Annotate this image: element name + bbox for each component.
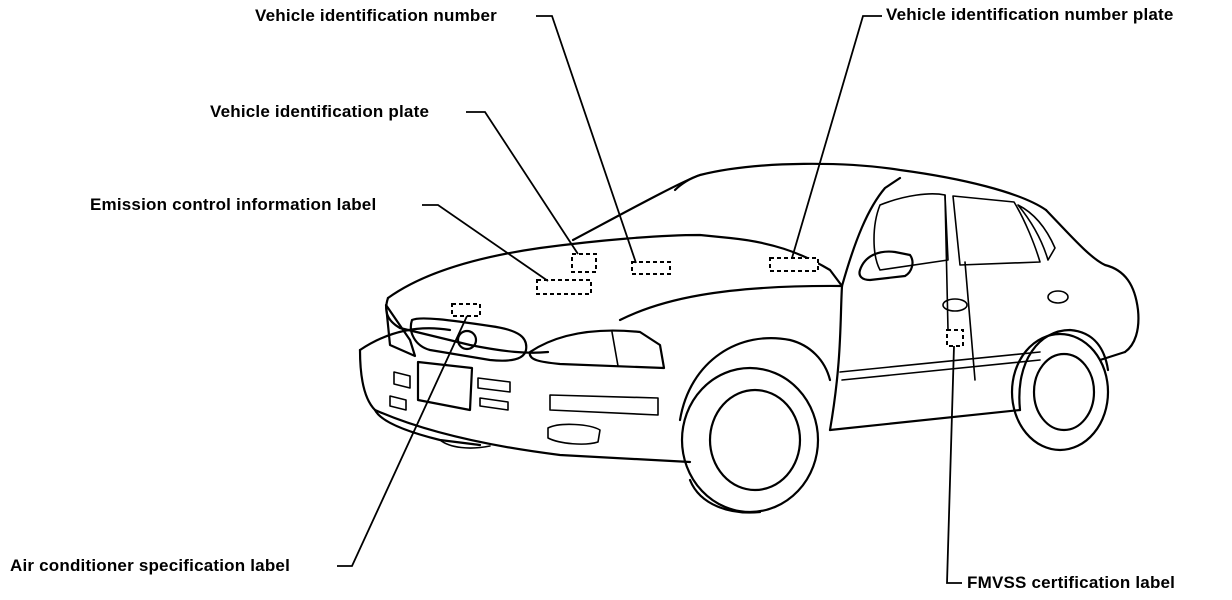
vin-plate-callout: Vehicle identification number plate <box>886 5 1174 24</box>
vin-leader <box>536 15 637 264</box>
ac-leader <box>337 315 468 567</box>
car-body <box>358 162 1140 514</box>
fmvss-label-callout: FMVSS certification label <box>967 573 1176 592</box>
vin-plate-leader <box>791 15 882 259</box>
ac-label-location <box>451 303 481 317</box>
ac-label-callout: Air conditioner specification label <box>10 556 290 575</box>
fmvss-leader <box>946 345 962 584</box>
vin-location <box>631 261 671 275</box>
emission-label-callout: Emission control information label <box>90 195 377 214</box>
emission-leader <box>422 204 549 282</box>
vehicle-id-plate-location <box>571 253 597 273</box>
leader-lines <box>337 15 962 584</box>
label-locations <box>451 253 964 347</box>
emission-label-location <box>536 279 592 295</box>
vehicle-id-plate-leader <box>466 111 579 255</box>
vin-plate-location <box>769 257 819 272</box>
vin-callout: Vehicle identification number <box>255 6 497 25</box>
fmvss-label-location <box>946 329 964 347</box>
vehicle-id-plate-callout: Vehicle identification plate <box>210 102 430 121</box>
